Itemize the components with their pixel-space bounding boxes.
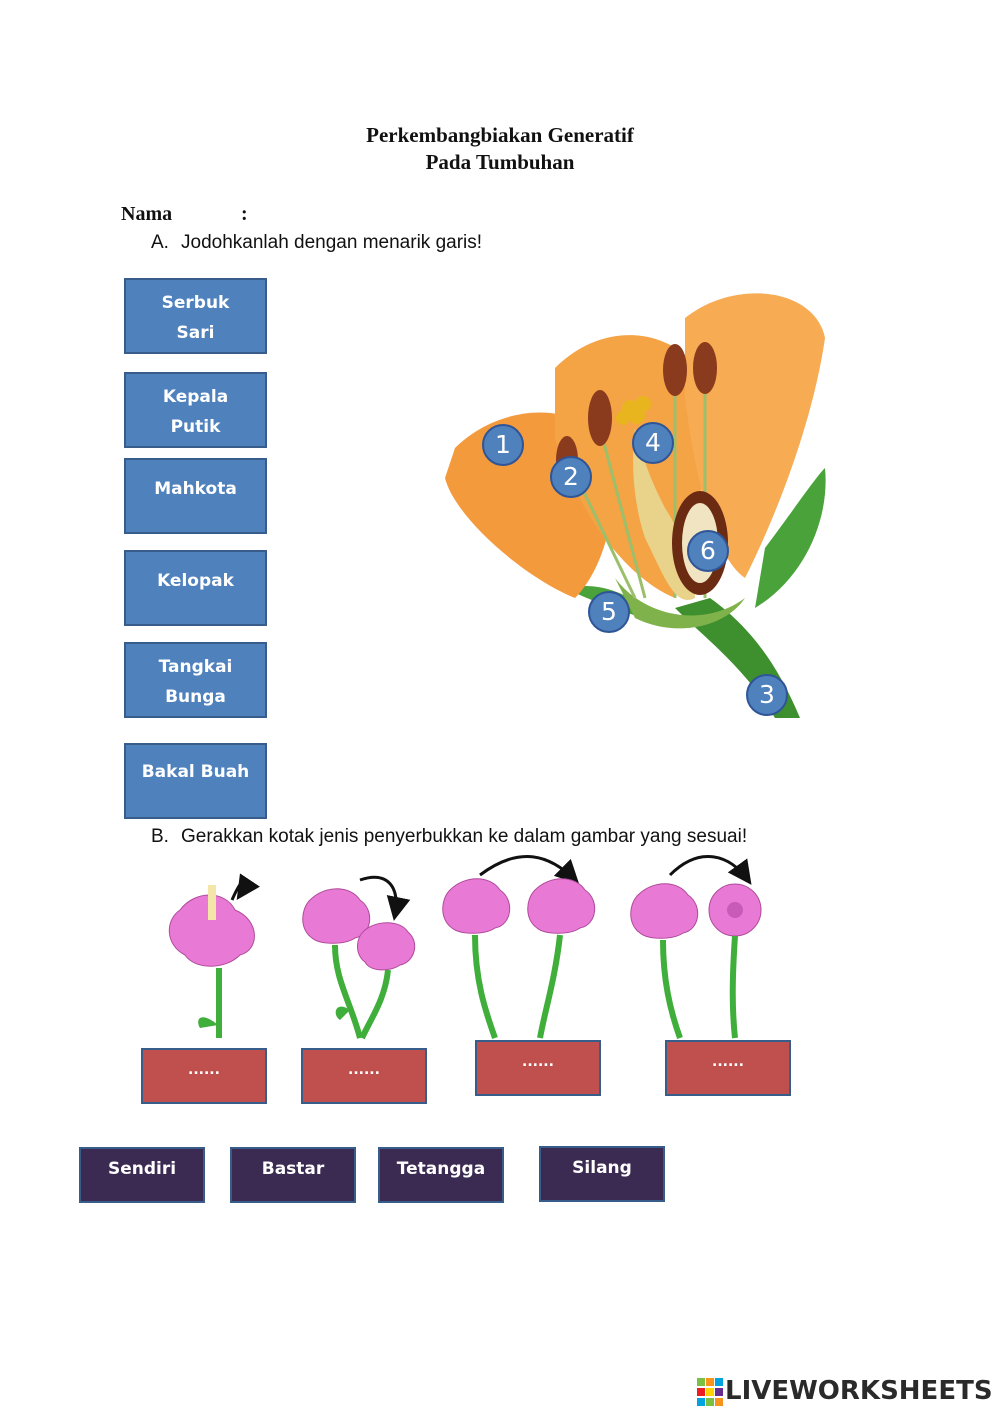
option-bastar[interactable]: Bastar <box>230 1147 356 1203</box>
badge-1: 1 <box>482 424 524 466</box>
hybrid-pollination-figure <box>630 855 762 1040</box>
pollination-illustrations <box>168 855 762 1040</box>
badge-6: 6 <box>687 530 729 572</box>
label-line: Tangkai <box>158 657 233 677</box>
option-tetangga[interactable]: Tetangga <box>378 1147 504 1203</box>
option-silang[interactable]: Silang <box>539 1146 665 1202</box>
label-line: Putik <box>170 417 221 437</box>
drop-target-4[interactable]: ...... <box>665 1040 791 1096</box>
badge-3: 3 <box>746 674 788 716</box>
receptacle-shape <box>615 578 745 629</box>
name-label: Nama <box>121 203 173 225</box>
stigma-shape <box>635 396 651 412</box>
logo-text: LIVEWORKSHEETS <box>725 1376 993 1406</box>
cross-pollination-figure <box>442 855 595 1040</box>
label-line: Kelopak <box>157 571 234 591</box>
label-line: Bunga <box>165 687 226 707</box>
drop-target-2[interactable]: ...... <box>301 1048 427 1104</box>
anther-shape <box>663 344 687 396</box>
label-line: Mahkota <box>154 479 237 499</box>
drop-target-1[interactable]: ...... <box>141 1048 267 1104</box>
self-pollination-figure <box>168 873 260 1038</box>
badge-4: 4 <box>632 422 674 464</box>
anther-shape <box>588 390 612 446</box>
label-mahkota[interactable]: Mahkota <box>124 458 267 534</box>
neighbor-pollination-figure <box>302 876 416 1040</box>
title-line-1: Perkembangbiakan Generatif <box>366 123 634 147</box>
label-kepala-putik[interactable]: Kepala Putik <box>124 372 267 448</box>
drop-target-3[interactable]: ...... <box>475 1040 601 1096</box>
option-sendiri[interactable]: Sendiri <box>79 1147 205 1203</box>
label-line: Sari <box>176 323 215 343</box>
label-line: Kepala <box>162 387 229 407</box>
instruction-b: B. Gerakkan kotak jenis penyerbukkan ke d… <box>151 826 747 848</box>
title-line-2: Pada Tumbuhan <box>425 150 575 174</box>
label-kelopak[interactable]: Kelopak <box>124 550 267 626</box>
name-field: Nama : <box>121 203 248 226</box>
name-colon: : <box>241 203 248 225</box>
instruction-b-text: Gerakkan kotak jenis penyerbukkan ke dal… <box>181 826 748 847</box>
label-bakal-buah[interactable]: Bakal Buah <box>124 743 267 819</box>
filament-shape <box>598 427 647 599</box>
label-line: Serbuk <box>161 293 230 313</box>
instruction-a: A. Jodohkanlah dengan menarik garis! <box>151 232 482 254</box>
badge-5: 5 <box>588 591 630 633</box>
logo-icon <box>697 1378 723 1406</box>
label-tangkai-bunga[interactable]: Tangkai Bunga <box>124 642 267 718</box>
label-line: Bakal Buah <box>141 762 250 782</box>
instruction-a-text: Jodohkanlah dengan menarik garis! <box>181 232 483 253</box>
sepal-right-shape <box>755 468 826 608</box>
anther-shape <box>693 342 717 394</box>
stigma-shape <box>629 408 645 424</box>
instruction-b-number: B. <box>151 826 169 847</box>
flower-diagram <box>445 293 826 718</box>
instruction-a-number: A. <box>151 232 169 253</box>
label-serbuk-sari[interactable]: Serbuk Sari <box>124 278 267 354</box>
stigma-shape <box>616 411 630 425</box>
badge-2: 2 <box>550 456 592 498</box>
